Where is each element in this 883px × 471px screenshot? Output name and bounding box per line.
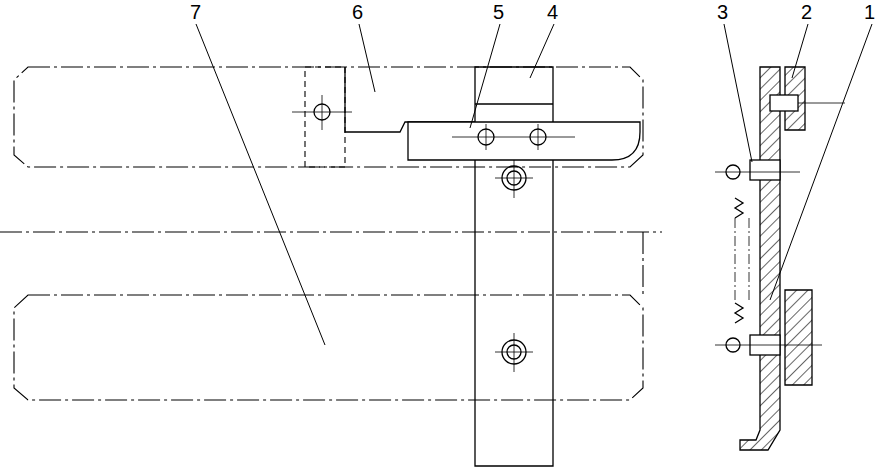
callout-number: 7: [190, 2, 201, 22]
callout-number: 2: [801, 2, 812, 22]
callout-number: 6: [352, 2, 363, 22]
callout-number: 5: [493, 2, 504, 22]
callout-number: 1: [864, 2, 875, 22]
callout-number: 4: [547, 2, 558, 22]
callout-number: 3: [717, 2, 728, 22]
